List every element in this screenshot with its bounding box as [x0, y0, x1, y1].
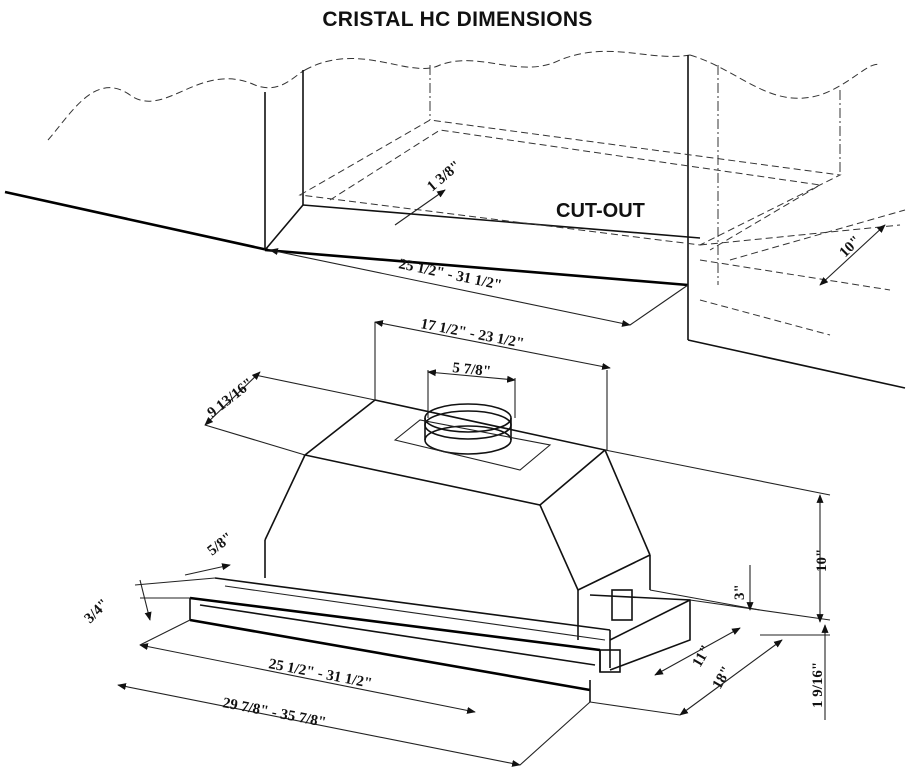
dim-body-depth: 9 13/16" — [205, 375, 257, 421]
dim-cutout-depth: 10" — [837, 233, 865, 261]
dim-overall-width: 29 7/8" - 35 7/8" — [221, 695, 327, 731]
cutout-dimensions — [269, 189, 886, 327]
dim-front-offset: 3/4" — [82, 596, 113, 627]
dim-cutout-width: 25 1/2" - 31 1/2" — [397, 256, 503, 293]
hood-dimensions — [117, 320, 831, 767]
dim-side-height: 3" — [732, 584, 748, 600]
dim-cutout-inset: 1 3/8" — [424, 158, 464, 195]
dim-duct-diameter: 5 7/8" — [452, 360, 492, 380]
dim-body-height: 10" — [814, 549, 830, 572]
dim-side-depth-a: 11" — [690, 643, 715, 670]
dim-bottom-height: 1 9/16" — [810, 662, 826, 708]
dim-body-width: 17 1/2" - 23 1/2" — [419, 316, 525, 352]
hood-body — [189, 399, 691, 702]
dim-side-depth-b: 18" — [710, 664, 736, 692]
dim-visor-offset: 5/8" — [205, 530, 237, 560]
diagram-title: CRISTAL HC DIMENSIONS — [322, 8, 593, 31]
dim-front-width: 25 1/2" - 31 1/2" — [267, 656, 373, 692]
cutout-label: CUT-OUT — [556, 200, 645, 222]
